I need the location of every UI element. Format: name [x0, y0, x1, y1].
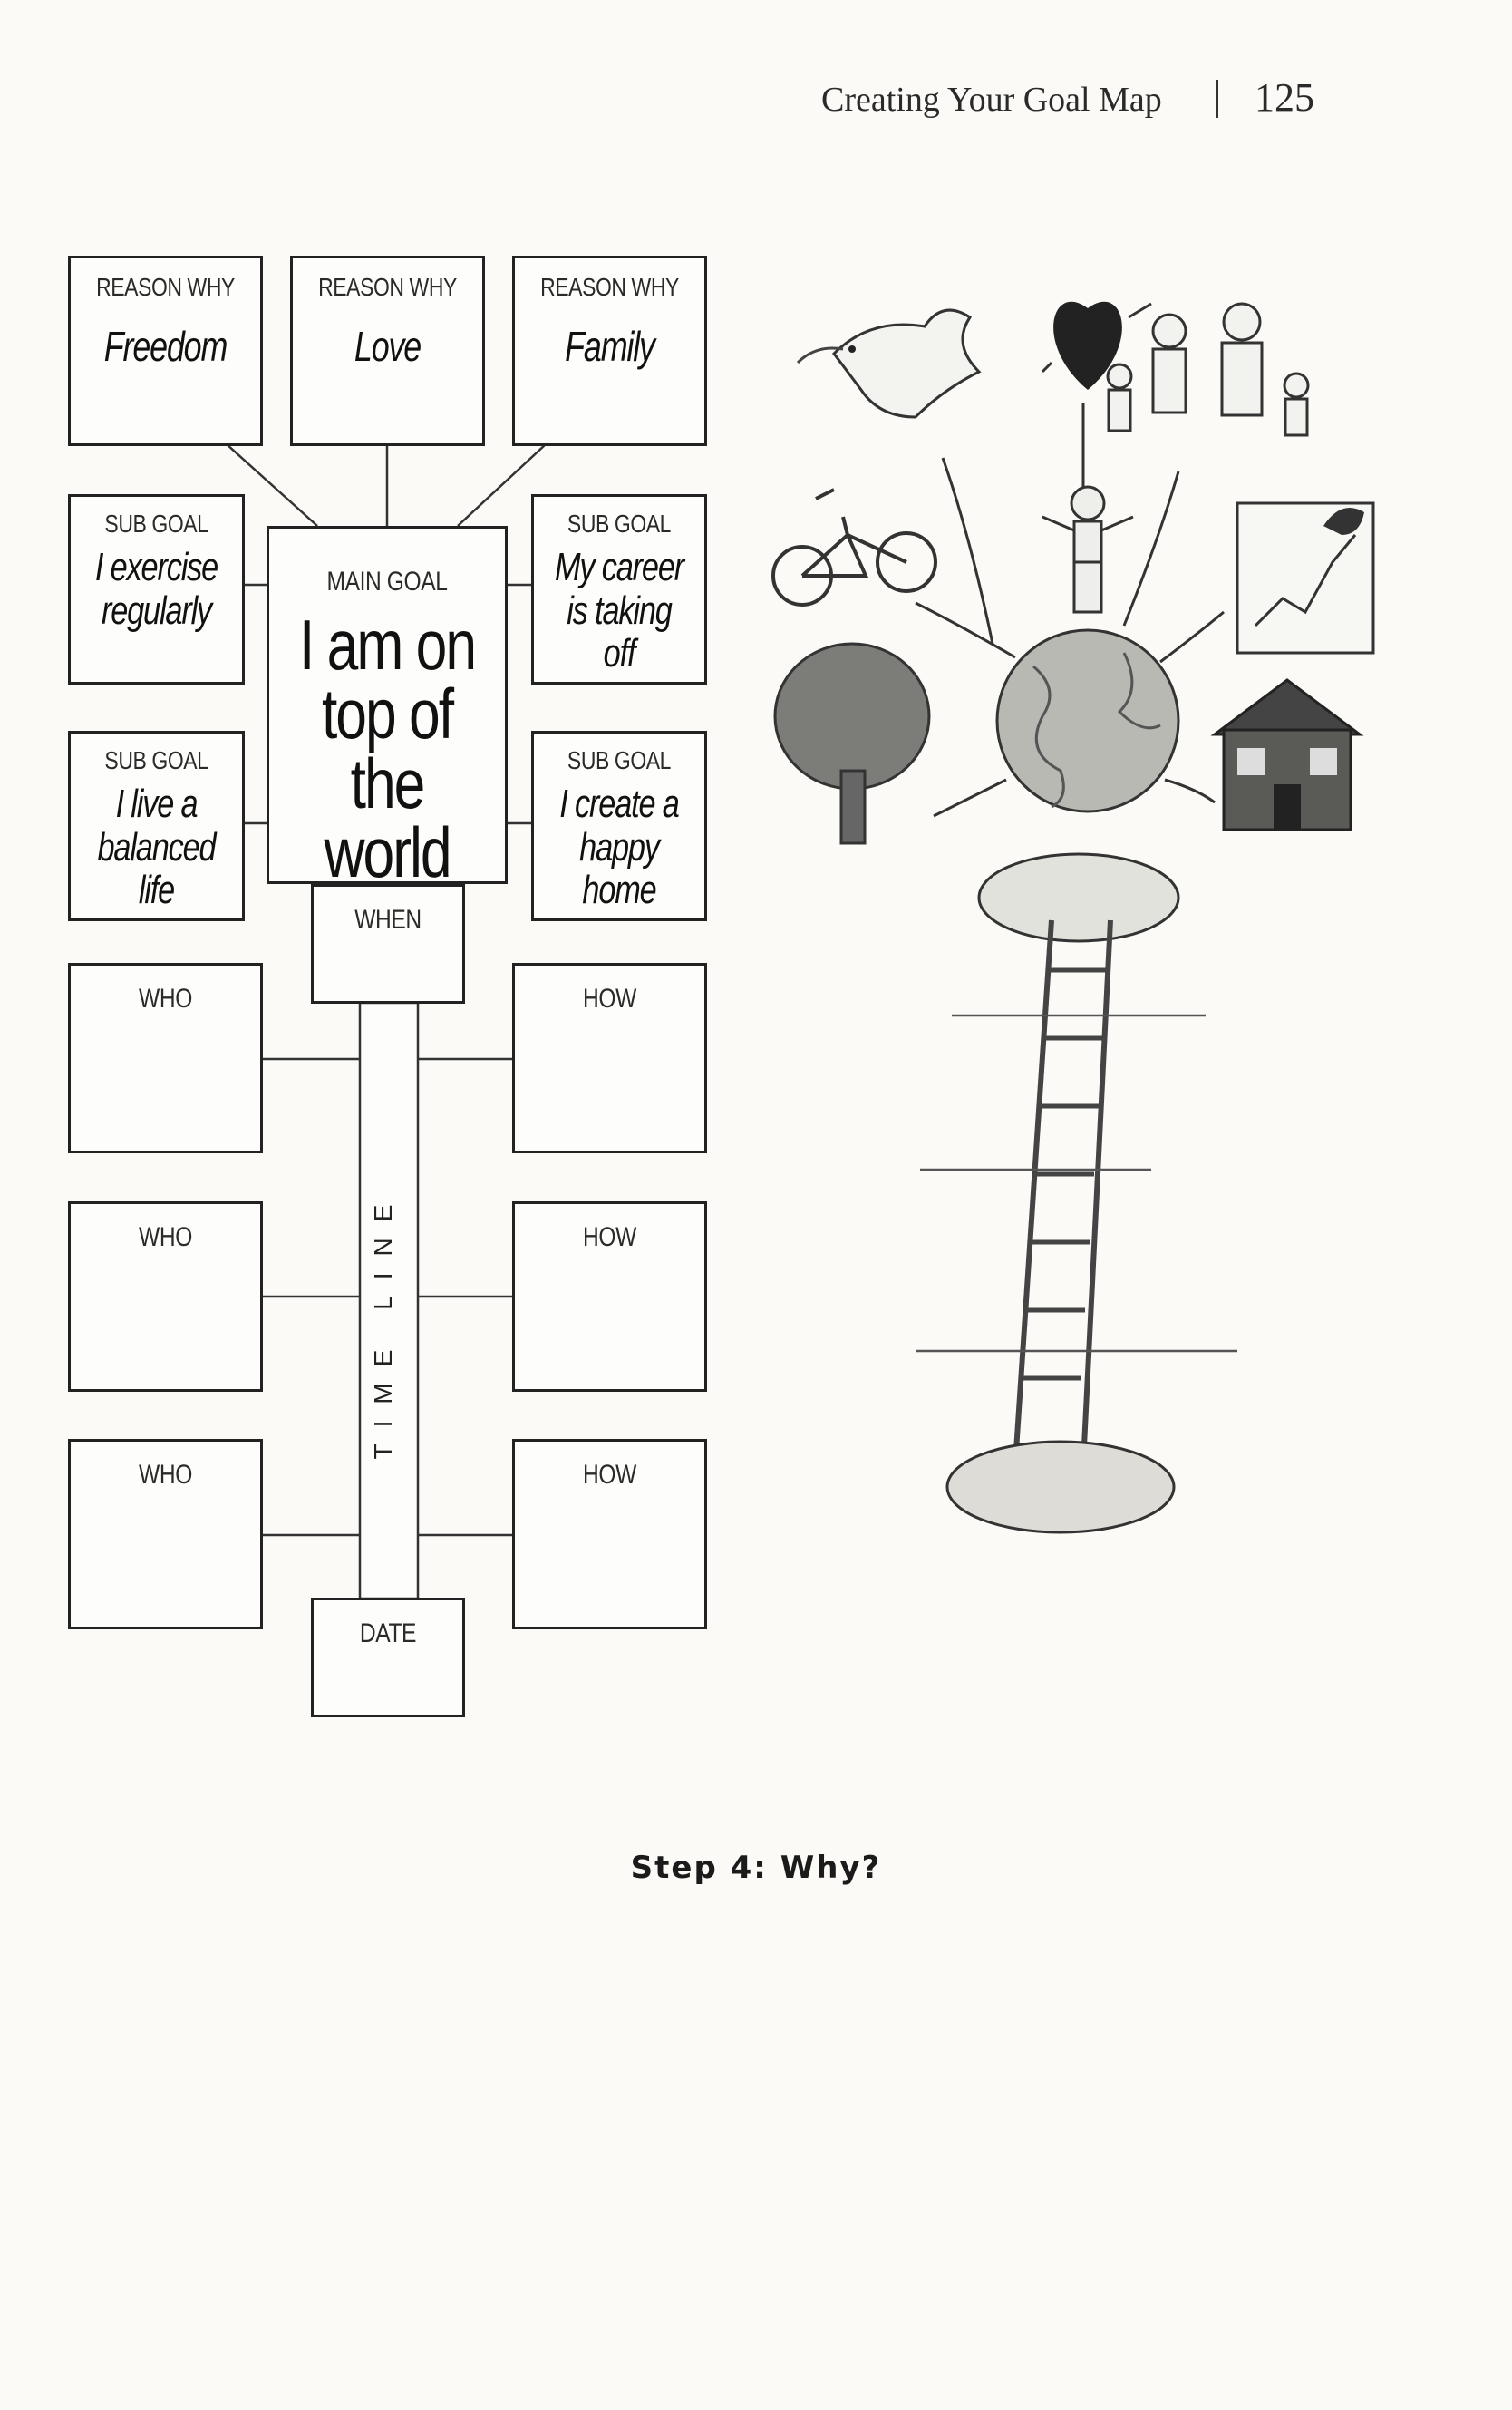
- date-box: DATE: [311, 1598, 465, 1717]
- ray-house: [1164, 778, 1216, 804]
- connector-reason-3: [457, 443, 547, 527]
- who-box: WHO: [68, 963, 263, 1153]
- how-box: HOW: [512, 963, 707, 1153]
- who-box: WHO: [68, 1201, 263, 1392]
- sub-goal-label: SUB GOAL: [104, 746, 208, 774]
- main-goal-value: I am on top of the world: [298, 605, 477, 893]
- who-label: WHO: [139, 1222, 192, 1252]
- page-header: Creating Your Goal Map 125: [816, 73, 1323, 127]
- who-label: WHO: [139, 984, 192, 1014]
- who-box: WHO: [68, 1439, 263, 1629]
- dove-icon: [796, 308, 982, 419]
- reason-why-label: REASON WHY: [318, 273, 457, 301]
- reason-why-value: Freedom: [103, 323, 228, 370]
- sub-goal-label: SUB GOAL: [567, 746, 672, 774]
- date-label: DATE: [359, 1618, 417, 1648]
- sub-goal-value: I exercise regularly: [94, 545, 218, 633]
- sub-goal-box-career: SUB GOAL My career is taking off: [531, 494, 707, 685]
- sub-goal-value: I create a happy home: [559, 782, 680, 913]
- figure-caption: Step 4: Why?: [630, 1850, 882, 1886]
- reason-why-box-freedom: REASON WHY Freedom: [68, 256, 263, 446]
- how-label: HOW: [583, 1460, 636, 1490]
- main-goal-label: MAIN GOAL: [326, 567, 448, 597]
- how-label: HOW: [583, 984, 636, 1014]
- top-platform: [977, 852, 1180, 943]
- heart-icon: [1041, 301, 1152, 390]
- running-title: Creating Your Goal Map: [821, 81, 1162, 119]
- house-icon: [1210, 678, 1364, 831]
- tree-icon: [773, 642, 931, 845]
- reason-why-value: Family: [565, 323, 655, 370]
- goal-illustration: [771, 301, 1375, 1534]
- page-number: 125: [1255, 75, 1314, 120]
- level-lines: [916, 1014, 1237, 1353]
- reason-why-label: REASON WHY: [540, 273, 679, 301]
- who-label: WHO: [139, 1460, 192, 1490]
- family-icon: [1106, 302, 1310, 437]
- ray-chart: [1159, 610, 1225, 664]
- sub-goal-box-home: SUB GOAL I create a happy home: [531, 731, 707, 921]
- sub-goal-value: My career is taking off: [554, 545, 684, 676]
- bottom-platform: [945, 1440, 1176, 1534]
- ladder-icon: [1013, 919, 1113, 1465]
- globe-icon: [995, 628, 1180, 813]
- sub-goal-label: SUB GOAL: [104, 510, 208, 538]
- reason-why-label: REASON WHY: [96, 273, 235, 301]
- how-box: HOW: [512, 1439, 707, 1629]
- when-box: WHEN: [311, 884, 465, 1004]
- when-label: WHEN: [354, 905, 422, 935]
- reason-why-box-family: REASON WHY Family: [512, 256, 707, 446]
- reason-why-box-love: REASON WHY Love: [290, 256, 485, 446]
- reason-why-value: Love: [354, 323, 422, 370]
- ray-tree: [933, 778, 1007, 818]
- ray-bike: [915, 601, 1016, 659]
- sub-goal-box-balanced: SUB GOAL I live a balanced life: [68, 731, 245, 921]
- how-box: HOW: [512, 1201, 707, 1392]
- how-label: HOW: [583, 1222, 636, 1252]
- header-separator: [1216, 80, 1218, 118]
- main-goal-box: MAIN GOAL I am on top of the world: [267, 526, 508, 888]
- ray-family: [1122, 471, 1180, 627]
- ray-dove: [941, 457, 994, 645]
- person-icon: [1042, 485, 1134, 614]
- timeline-label: TIME LINE: [369, 1188, 397, 1460]
- sub-goal-box-exercise: SUB GOAL I exercise regularly: [68, 494, 245, 685]
- sub-goal-value: I live a balanced life: [97, 782, 217, 913]
- connector-reason-1: [226, 443, 318, 527]
- timeline-label-container: TIME LINE: [345, 1179, 422, 1469]
- bicycle-icon: [771, 488, 937, 607]
- sub-goal-label: SUB GOAL: [567, 510, 672, 538]
- growth-chart-icon: [1236, 501, 1375, 655]
